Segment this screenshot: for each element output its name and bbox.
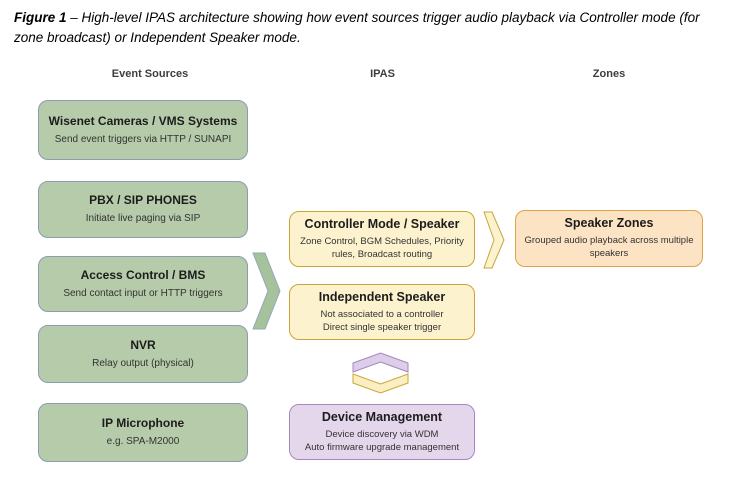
source-box-wisenet: Wisenet Cameras / VMS Systems Send event…: [38, 100, 248, 160]
device-management-box-title: Device Management: [321, 409, 443, 424]
device-management-box: Device Management Device discovery via W…: [289, 404, 475, 460]
controller-mode-box: Controller Mode / Speaker Zone Control, …: [289, 211, 475, 267]
speaker-zones-box-title: Speaker Zones: [564, 216, 654, 231]
figure-caption-label: Figure 1: [14, 10, 67, 25]
column-header-zones: Zones: [592, 68, 626, 80]
source-box-pbx-subtitle: Initiate live paging via SIP: [85, 213, 201, 225]
controller-mode-box-title: Controller Mode / Speaker: [304, 216, 460, 231]
speaker-zones-box: Speaker Zones Grouped audio playback acr…: [515, 210, 703, 267]
controller-to-zones-chevron-right-icon: [483, 211, 505, 269]
device-to-independent-chevron-up-icon: [352, 352, 409, 373]
independent-speaker-box-title: Independent Speaker: [318, 289, 446, 304]
independent-speaker-box-subtitle: Not associated to a controller Direct si…: [320, 308, 444, 333]
controller-mode-box-subtitle: Zone Control, BGM Schedules, Priority ru…: [300, 235, 464, 260]
source-box-ip-microphone-subtitle: e.g. SPA-M2000: [106, 436, 180, 448]
independent-speaker-box: Independent Speaker Not associated to a …: [289, 284, 475, 340]
column-header-ipas: IPAS: [370, 68, 395, 80]
figure-caption-text: – High-level IPAS architecture showing h…: [14, 10, 700, 45]
source-box-wisenet-title: Wisenet Cameras / VMS Systems: [48, 113, 238, 128]
source-box-access-control-subtitle: Send contact input or HTTP triggers: [63, 287, 223, 299]
independent-to-device-chevron-down-icon: [352, 373, 409, 394]
source-box-pbx-title: PBX / SIP PHONES: [89, 193, 197, 208]
source-box-nvr-subtitle: Relay output (physical): [92, 357, 194, 369]
source-box-access-control: Access Control / BMS Send contact input …: [38, 256, 248, 312]
source-box-wisenet-subtitle: Send event triggers via HTTP / SUNAPI: [54, 133, 232, 145]
source-box-ip-microphone-title: IP Microphone: [101, 416, 185, 431]
figure-caption: Figure 1 – High-level IPAS architecture …: [14, 8, 732, 47]
sources-to-ipas-chevron-right-icon: [252, 252, 281, 330]
source-box-nvr-title: NVR: [130, 337, 156, 352]
source-box-nvr: NVR Relay output (physical): [38, 325, 248, 383]
source-box-access-control-title: Access Control / BMS: [80, 267, 206, 282]
device-management-box-subtitle: Device discovery via WDM Auto firmware u…: [304, 428, 460, 453]
speaker-zones-box-subtitle: Grouped audio playback across multiple s…: [524, 235, 694, 259]
source-box-pbx: PBX / SIP PHONES Initiate live paging vi…: [38, 181, 248, 238]
column-header-event-sources: Event Sources: [111, 68, 189, 80]
source-box-ip-microphone: IP Microphone e.g. SPA-M2000: [38, 403, 248, 462]
